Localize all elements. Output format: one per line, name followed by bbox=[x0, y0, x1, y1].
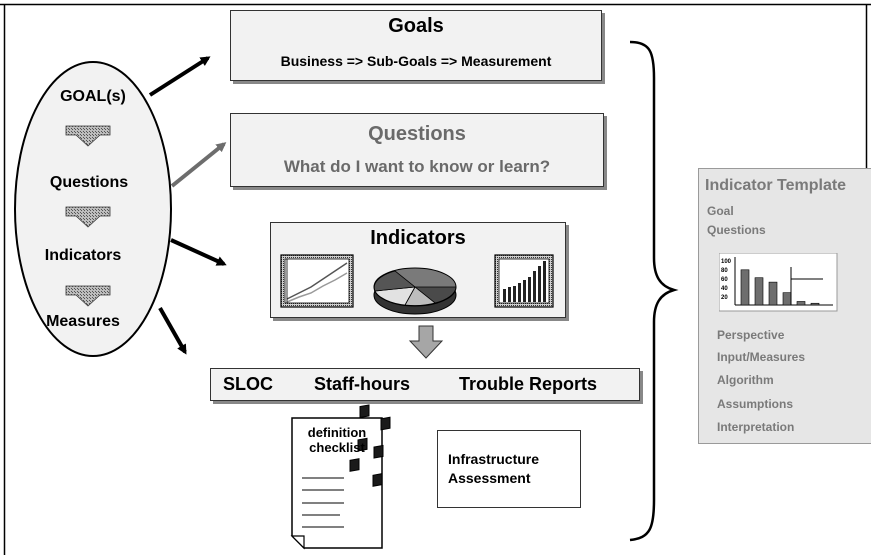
template-mini-chart: 100 80 60 40 20 bbox=[719, 253, 838, 312]
line-chart-icon bbox=[280, 254, 354, 308]
questions-title: Questions bbox=[368, 123, 466, 145]
template-mini-bar bbox=[754, 277, 764, 306]
template-mini-bar bbox=[796, 301, 806, 306]
indicator-template-panel: Indicator Template Goal Questions 100 80 6… bbox=[698, 168, 871, 444]
infrastructure-label: Infrastructure Assessment bbox=[448, 451, 540, 486]
template-item-perspective: Perspective bbox=[717, 328, 785, 342]
goals-subtitle: Business => Sub-Goals => Measurement bbox=[280, 53, 552, 69]
template-mini-tick-label: 20 bbox=[721, 295, 728, 301]
template-item-algorithm: Algorithm bbox=[717, 373, 774, 387]
goals-title: Goals bbox=[388, 15, 444, 37]
template-mini-bar bbox=[810, 302, 820, 306]
indicator-charts bbox=[280, 254, 554, 315]
checklist-title: definition checklist bbox=[307, 425, 367, 455]
measures-bar: SLOC Staff-hours Trouble Reports bbox=[210, 368, 640, 401]
goals-box: Goals Business => Sub-Goals => Measureme… bbox=[230, 10, 602, 81]
down-arrow-1 bbox=[65, 125, 111, 147]
template-mini-bar bbox=[782, 292, 792, 306]
infrastructure-box: Infrastructure Assessment bbox=[437, 430, 581, 508]
template-mini-ticks: 100 80 60 40 20 bbox=[721, 259, 732, 301]
template-mini-tick-label: 60 bbox=[721, 277, 728, 283]
template-mini-bar bbox=[740, 269, 750, 306]
definition-checklist-doc bbox=[290, 404, 391, 550]
measure-sloc: SLOC bbox=[223, 374, 274, 394]
indicators-box: Indicators bbox=[270, 222, 566, 318]
template-title: Indicator Template bbox=[705, 177, 847, 194]
measure-trouble-reports: Trouble Reports bbox=[459, 374, 598, 394]
template-mini-tick-label: 100 bbox=[721, 259, 732, 265]
down-arrow-3 bbox=[65, 285, 111, 307]
template-mini-tick-label: 40 bbox=[721, 286, 728, 292]
oval-item-goals: GOAL(s) bbox=[60, 88, 126, 105]
template-item-interpretation: Interpretation bbox=[717, 420, 795, 434]
template-goal: Goal bbox=[707, 204, 734, 218]
pie-chart-icon bbox=[373, 267, 457, 315]
arrow-to-measures bbox=[158, 307, 187, 355]
template-mini-tick-label: 80 bbox=[721, 268, 728, 274]
template-item-input-measures: Input/Measures bbox=[717, 350, 806, 364]
oval-item-indicators: Indicators bbox=[44, 247, 122, 264]
arrow-to-indicators bbox=[170, 238, 227, 266]
down-arrow-2 bbox=[65, 206, 111, 228]
template-mini-bars bbox=[740, 269, 820, 306]
template-item-assumptions: Assumptions bbox=[717, 397, 794, 411]
indicators-title: Indicators bbox=[370, 227, 466, 249]
indicators-to-measures-arrow bbox=[408, 325, 444, 359]
right-brace bbox=[629, 40, 679, 542]
oval-item-questions: Questions bbox=[49, 174, 129, 191]
questions-box: Questions What do I want to know or lear… bbox=[230, 113, 604, 187]
arrow-to-questions bbox=[170, 142, 227, 188]
column-chart-icon bbox=[494, 254, 554, 308]
measure-staff-hours: Staff-hours bbox=[314, 374, 410, 394]
arrow-to-goals bbox=[148, 56, 211, 97]
oval-item-measures: Measures bbox=[46, 313, 120, 330]
template-mini-bar bbox=[768, 281, 778, 306]
questions-subtitle: What do I want to know or learn? bbox=[283, 157, 551, 176]
template-questions: Questions bbox=[707, 223, 766, 237]
